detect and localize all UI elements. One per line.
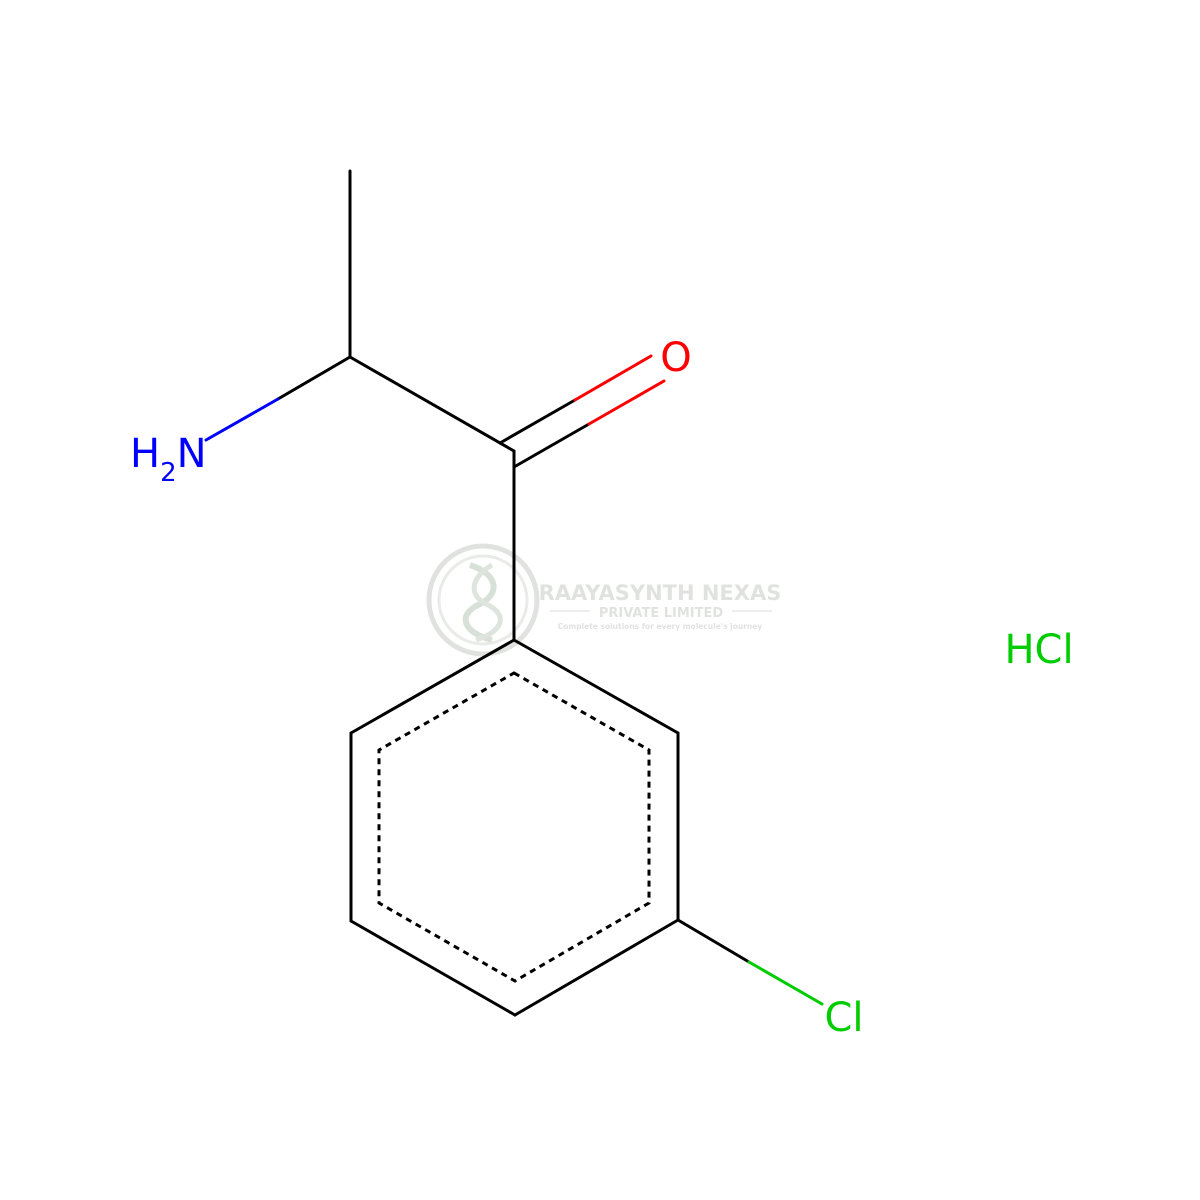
watermark-logo-inner-icon (437, 554, 529, 646)
bond-carbonyl-2b (587, 379, 666, 426)
oxygen-label: O (660, 335, 691, 381)
ring-bond-4 (349, 919, 517, 1017)
watermark-company: RAAYASYNTH NEXAS (539, 581, 782, 605)
watermark-logo-icon (426, 543, 540, 657)
bond-ring-chlorine-cl (747, 960, 824, 1006)
watermark-helix-icon (462, 562, 497, 643)
bond-carbonyl-1a (498, 398, 577, 445)
ring-bond-3 (513, 918, 680, 1017)
watermark-subtitle: PRIVATE LIMITED (599, 606, 724, 621)
ring-bond-1 (512, 638, 680, 735)
watermark-helix2-icon (471, 562, 503, 643)
amine-label: H2N (130, 431, 207, 488)
bond-alpha-carbonyl (348, 355, 516, 453)
bond-ring-chlorine-c (676, 918, 751, 964)
watermark-tagline: Complete solutions for every molecule's … (558, 622, 763, 631)
aromatic-inner-ring (377, 671, 651, 983)
watermark: RAAYASYNTH NEXAS PRIVATE LIMITED Complet… (426, 543, 782, 657)
chlorine-label: Cl (824, 995, 863, 1041)
atom-labels: H2N O Cl HCl (130, 335, 1074, 1041)
bond-alpha-amine-c (276, 355, 352, 401)
bond-carbonyl-1b (573, 354, 653, 402)
bond-alpha-amine-n (204, 397, 280, 442)
aromatic-ring-dashed (377, 671, 651, 983)
bonds (204, 169, 824, 1017)
salt-label: HCl (1004, 627, 1073, 673)
bond-carbonyl-2a (512, 422, 591, 469)
ring-bond-6 (349, 638, 516, 735)
